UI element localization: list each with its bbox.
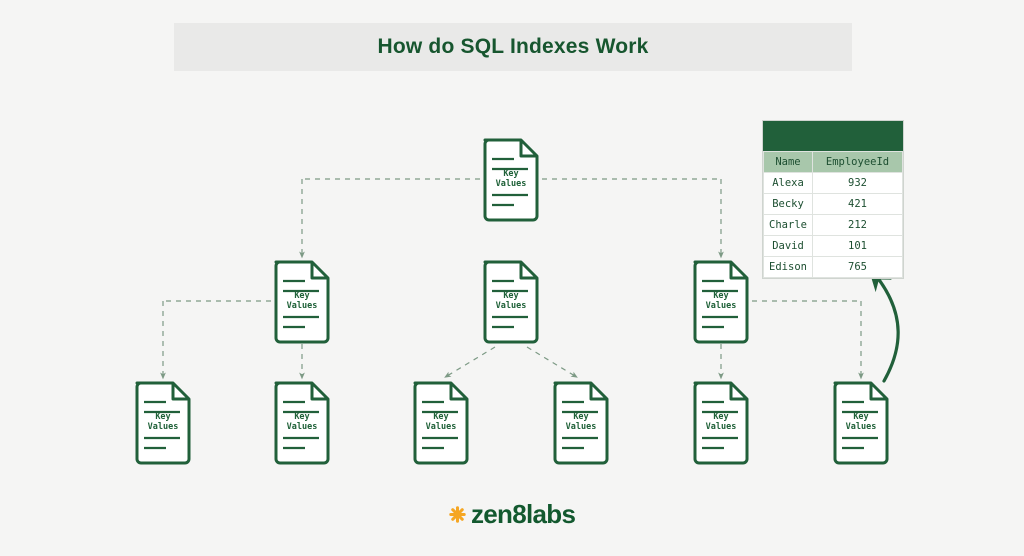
cell-employee-id: 765 <box>812 256 903 278</box>
lookup-arrow <box>867 264 900 383</box>
page-title: How do SQL Indexes Work <box>377 35 649 58</box>
index-node-leaf-2[interactable]: Key Values <box>271 379 333 465</box>
column-header-employeeid: EmployeeId <box>812 151 903 173</box>
cell-name: Becky <box>763 193 813 215</box>
cell-employee-id: 421 <box>812 193 903 215</box>
cell-employee-id: 932 <box>812 172 903 194</box>
index-node-leaf-6[interactable]: Key Values <box>830 379 892 465</box>
index-node-l2-right[interactable]: Key Values <box>690 258 752 344</box>
table-row[interactable]: Charle 212 <box>763 214 903 236</box>
cell-name: Edison <box>763 256 813 278</box>
index-node-l2-mid[interactable]: Key Values <box>480 258 542 344</box>
employee-table: Name EmployeeId Alexa 932 Becky 421 Char… <box>762 120 904 279</box>
table-row[interactable]: Alexa 932 <box>763 172 903 194</box>
table-row[interactable]: Becky 421 <box>763 193 903 215</box>
index-node-leaf-1[interactable]: Key Values <box>132 379 194 465</box>
brand-logo: zen8labs <box>448 499 576 530</box>
table-row[interactable]: David 101 <box>763 235 903 257</box>
cell-employee-id: 212 <box>812 214 903 236</box>
cell-name: Charle <box>763 214 813 236</box>
asterisk-flower-icon <box>449 506 466 523</box>
table-header-band <box>763 121 903 151</box>
table-row[interactable]: Edison 765 <box>763 256 903 278</box>
index-node-root[interactable]: Key Values <box>480 136 542 222</box>
column-header-name: Name <box>763 151 813 173</box>
edge-l2mid-to-leaf4 <box>526 346 578 378</box>
cell-name: Alexa <box>763 172 813 194</box>
logo-text: zen8labs <box>471 499 576 529</box>
index-node-leaf-5[interactable]: Key Values <box>690 379 752 465</box>
index-node-l2-left[interactable]: Key Values <box>271 258 333 344</box>
cell-employee-id: 101 <box>812 235 903 257</box>
table-header-row: Name EmployeeId <box>763 151 903 173</box>
title-banner: How do SQL Indexes Work <box>174 23 852 71</box>
edge-l2mid-to-leaf3 <box>444 346 496 378</box>
cell-name: David <box>763 235 813 257</box>
index-node-leaf-4[interactable]: Key Values <box>550 379 612 465</box>
index-node-leaf-3[interactable]: Key Values <box>410 379 472 465</box>
